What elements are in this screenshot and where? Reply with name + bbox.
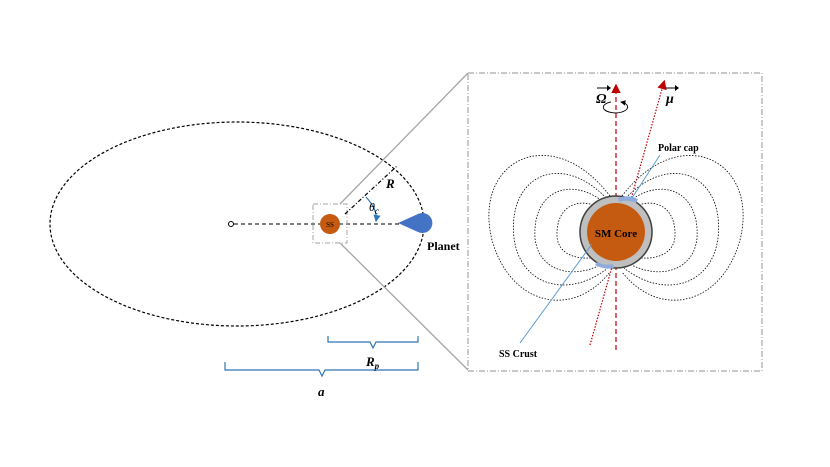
magnetic-axis-vector-tip	[675, 85, 679, 91]
periastron-label: Rp	[365, 354, 380, 371]
zoom-line-top	[339, 72, 469, 205]
radius-vector	[344, 165, 398, 215]
core-label: SM Core	[595, 228, 637, 240]
crust-leader	[519, 243, 593, 344]
spin-axis-vector-tip	[607, 85, 611, 91]
spin-axis-label: Ω	[596, 92, 607, 107]
periastron-brace	[327, 336, 419, 350]
polar-cap-leader	[631, 154, 661, 199]
star-small	[320, 214, 340, 234]
planet-shape	[398, 213, 433, 233]
crust-label: SS Crust	[499, 349, 538, 360]
angle-arc	[365, 196, 381, 223]
polar-cap-top	[618, 196, 638, 203]
semi-major-brace	[224, 362, 419, 378]
semi-major-label: a	[318, 384, 325, 399]
angle-label: θc	[369, 200, 379, 216]
planet-label: Planet	[427, 239, 460, 253]
orbit-center-marker	[228, 221, 234, 227]
magnetic-axis	[589, 79, 667, 346]
zoom-line-bottom	[339, 242, 469, 371]
core	[587, 203, 645, 261]
rotation-arrow	[602, 100, 628, 114]
magnetic-field-lines	[488, 155, 744, 301]
polar-cap-label: Polar cap	[658, 143, 699, 154]
magnetic-axis-label: μ	[665, 92, 674, 107]
star-small-label: SS	[326, 221, 334, 229]
radius-label: R	[385, 176, 395, 191]
zoom-source-box	[312, 203, 348, 244]
polar-cap-bottom	[595, 262, 614, 269]
